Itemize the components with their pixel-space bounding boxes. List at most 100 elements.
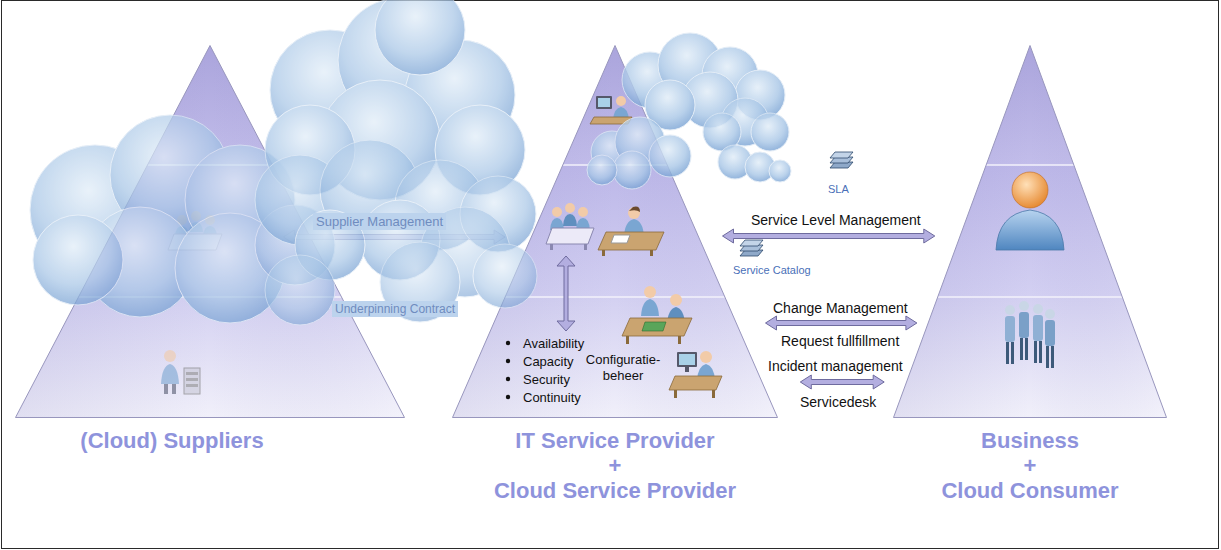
desk-worker-icon xyxy=(602,250,605,256)
list-bullets xyxy=(506,341,510,399)
supplier-server-icon xyxy=(186,384,198,387)
pyramid-shape xyxy=(15,45,405,418)
cloud xyxy=(751,113,789,151)
pyramid-shape xyxy=(893,45,1167,165)
catalog-document-icon xyxy=(740,240,763,256)
cloud xyxy=(587,117,691,189)
text-holder: Configuratie- beheer xyxy=(578,352,668,384)
pyramid-shape xyxy=(893,45,1167,418)
meeting-icon xyxy=(584,244,587,250)
cloud xyxy=(265,255,335,325)
pyramid-heading: IT Service Provider xyxy=(452,428,778,453)
process-label: Incident management xyxy=(768,357,903,375)
pyramid: Business+Cloud Consumer xyxy=(893,45,1167,503)
manager-icon xyxy=(996,172,1064,250)
heading-block: (Cloud) Suppliers xyxy=(15,45,405,453)
text-holder: Servicedesk xyxy=(800,393,876,411)
meeting-icon xyxy=(563,214,577,226)
config-worker-icon xyxy=(712,390,715,398)
supplier-server-icon xyxy=(184,368,200,394)
sla-document-icon xyxy=(830,152,853,168)
service-desk-icon xyxy=(641,299,659,316)
label-text: Servicedesk xyxy=(800,393,876,411)
pyramid-shape xyxy=(452,164,778,166)
staff-group-icon xyxy=(1005,316,1015,342)
cloud xyxy=(473,244,537,308)
text-holder: Underpinning Contract xyxy=(332,299,458,317)
cloud xyxy=(33,215,123,305)
supplier-server-icon xyxy=(186,372,198,375)
list-bullets xyxy=(506,377,510,381)
list-bullets xyxy=(506,359,510,363)
meeting-icon xyxy=(546,203,594,250)
desk-worker-icon xyxy=(598,207,664,256)
pyramid-heading: Cloud Service Provider xyxy=(452,478,778,503)
pyramid-heading: (Cloud) Suppliers xyxy=(0,428,367,453)
process-label: Service Level Management xyxy=(751,211,921,229)
pyramid-shape xyxy=(15,45,405,418)
pyramid-shape xyxy=(893,45,1167,418)
list-bullets xyxy=(506,341,510,345)
pyramid-heading: Business xyxy=(893,428,1167,453)
text-holder: Change Management xyxy=(773,299,908,317)
pyramid-shape xyxy=(15,45,405,418)
staff-group-icon xyxy=(1005,305,1015,315)
vertical-double-arrow xyxy=(557,256,575,331)
text-holder: Incident management xyxy=(768,357,903,375)
pyramid-heading: + xyxy=(893,453,1167,478)
pyramid-shape xyxy=(15,165,405,297)
staff-group-icon xyxy=(1025,338,1028,360)
config-worker-icon xyxy=(669,351,722,398)
supplier-server-icon xyxy=(186,378,198,381)
staff-group-icon xyxy=(1045,309,1055,319)
pyramid-shape xyxy=(452,45,778,418)
staff-group-icon xyxy=(1020,338,1023,360)
staff-group-icon xyxy=(1034,341,1037,363)
meeting-icon xyxy=(552,207,562,217)
service-desk-icon xyxy=(644,286,656,298)
staff-group-icon xyxy=(1019,312,1029,338)
desk-worker-icon xyxy=(628,207,640,219)
cloud xyxy=(703,98,789,151)
staff-group-icon xyxy=(1033,315,1043,341)
label-text: Capacity xyxy=(523,353,574,370)
pyramid: IT Service Provider+Cloud Service Provid… xyxy=(452,45,778,503)
staff-group-icon xyxy=(1019,301,1029,311)
config-worker-icon xyxy=(679,354,695,365)
top-worker-icon xyxy=(596,96,612,109)
meeting-icon xyxy=(546,228,594,244)
staff-group-icon xyxy=(1051,346,1054,368)
text-holder: Service Level Management xyxy=(751,211,921,229)
meeting-icon xyxy=(565,203,575,213)
text-holder: SLA xyxy=(828,179,849,197)
top-worker-icon xyxy=(598,98,610,107)
supplier-server-icon xyxy=(164,384,168,394)
config-worker-icon xyxy=(669,376,722,390)
meeting-icon xyxy=(578,207,588,217)
meeting-icon xyxy=(550,244,553,250)
label-text: Security xyxy=(523,371,570,388)
staff-group-icon xyxy=(1045,320,1055,346)
label-text: Continuity xyxy=(523,389,581,406)
pyramid-shape xyxy=(893,297,1167,418)
top-worker-icon xyxy=(616,96,626,106)
desk-worker-icon xyxy=(611,235,630,243)
double-arrow xyxy=(766,316,917,330)
staff-group-icon xyxy=(1005,301,1055,368)
label-text: Service Catalog xyxy=(733,263,811,277)
service-desk-icon xyxy=(642,322,666,331)
pyramid-heading: Cloud Consumer xyxy=(893,478,1167,503)
config-worker-icon xyxy=(674,390,677,398)
desk-worker-icon xyxy=(629,207,640,212)
catalog-document-icon xyxy=(740,240,763,246)
list-bullets xyxy=(506,395,510,399)
pyramid-shape xyxy=(15,45,405,165)
staff-group-icon xyxy=(1006,342,1009,364)
cloud xyxy=(265,207,537,325)
cloud xyxy=(718,145,791,182)
pyramid: (Cloud) Suppliers xyxy=(15,45,405,453)
text-holder: Security xyxy=(523,370,570,388)
pyramid-shape xyxy=(16,46,405,418)
